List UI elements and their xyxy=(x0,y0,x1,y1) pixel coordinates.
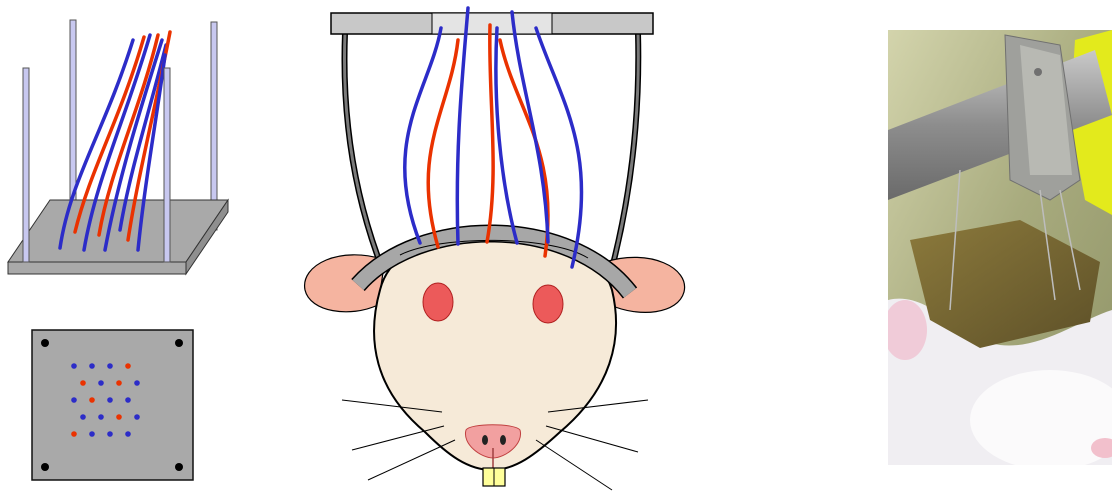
post-back-right xyxy=(211,22,217,230)
rat-head-implant-diagram xyxy=(305,8,685,490)
top-bar-center xyxy=(432,13,552,34)
electrode-dot-blue xyxy=(71,363,77,369)
wire-red xyxy=(428,40,458,247)
electrode-dot-blue xyxy=(134,380,140,386)
electrode-dot-red xyxy=(80,380,86,386)
clamp-screw xyxy=(1034,68,1042,76)
array-plate-front xyxy=(8,262,186,274)
whisker xyxy=(536,440,612,490)
electrode-dot-blue xyxy=(134,414,140,420)
post-front-right xyxy=(164,68,170,262)
electrode-dot-blue xyxy=(71,397,77,403)
electrode-dot-blue xyxy=(89,431,95,437)
post-front-left xyxy=(23,68,29,262)
electrode-dot-blue xyxy=(125,431,131,437)
whisker xyxy=(546,426,638,452)
electrode-dot-red xyxy=(125,363,131,369)
corner-screw xyxy=(175,463,183,471)
wire-red xyxy=(500,40,548,256)
corner-screw xyxy=(41,463,49,471)
electrode-array-perspective xyxy=(8,20,228,274)
rat-ear-pink xyxy=(883,300,927,360)
whisker xyxy=(368,440,455,480)
nostril-right xyxy=(500,435,506,445)
electrode-dot-blue xyxy=(107,431,113,437)
electrode-dot-red xyxy=(71,431,77,437)
grid-plate xyxy=(32,330,193,480)
electrode-grid-topview xyxy=(32,330,193,480)
right-eye xyxy=(533,285,563,323)
electrode-dot-blue xyxy=(125,397,131,403)
electrode-dot-blue xyxy=(107,363,113,369)
corner-screw xyxy=(41,339,49,347)
electrode-dot-blue xyxy=(80,414,86,420)
support-strut-left-core xyxy=(344,33,382,268)
wire-red xyxy=(487,25,493,242)
corner-screw xyxy=(175,339,183,347)
electrode-dot-red xyxy=(116,380,122,386)
electrode-dot-red xyxy=(116,414,122,420)
rat-implant-photo xyxy=(883,30,1112,470)
support-strut-right-core xyxy=(612,33,638,268)
left-eye xyxy=(423,283,453,321)
electrode-dot-blue xyxy=(98,414,104,420)
electrode-dot-blue xyxy=(98,380,104,386)
electrode-dot-blue xyxy=(89,363,95,369)
electrode-dot-blue xyxy=(107,397,113,403)
electrode-dot-red xyxy=(89,397,95,403)
nostril-left xyxy=(482,435,488,445)
